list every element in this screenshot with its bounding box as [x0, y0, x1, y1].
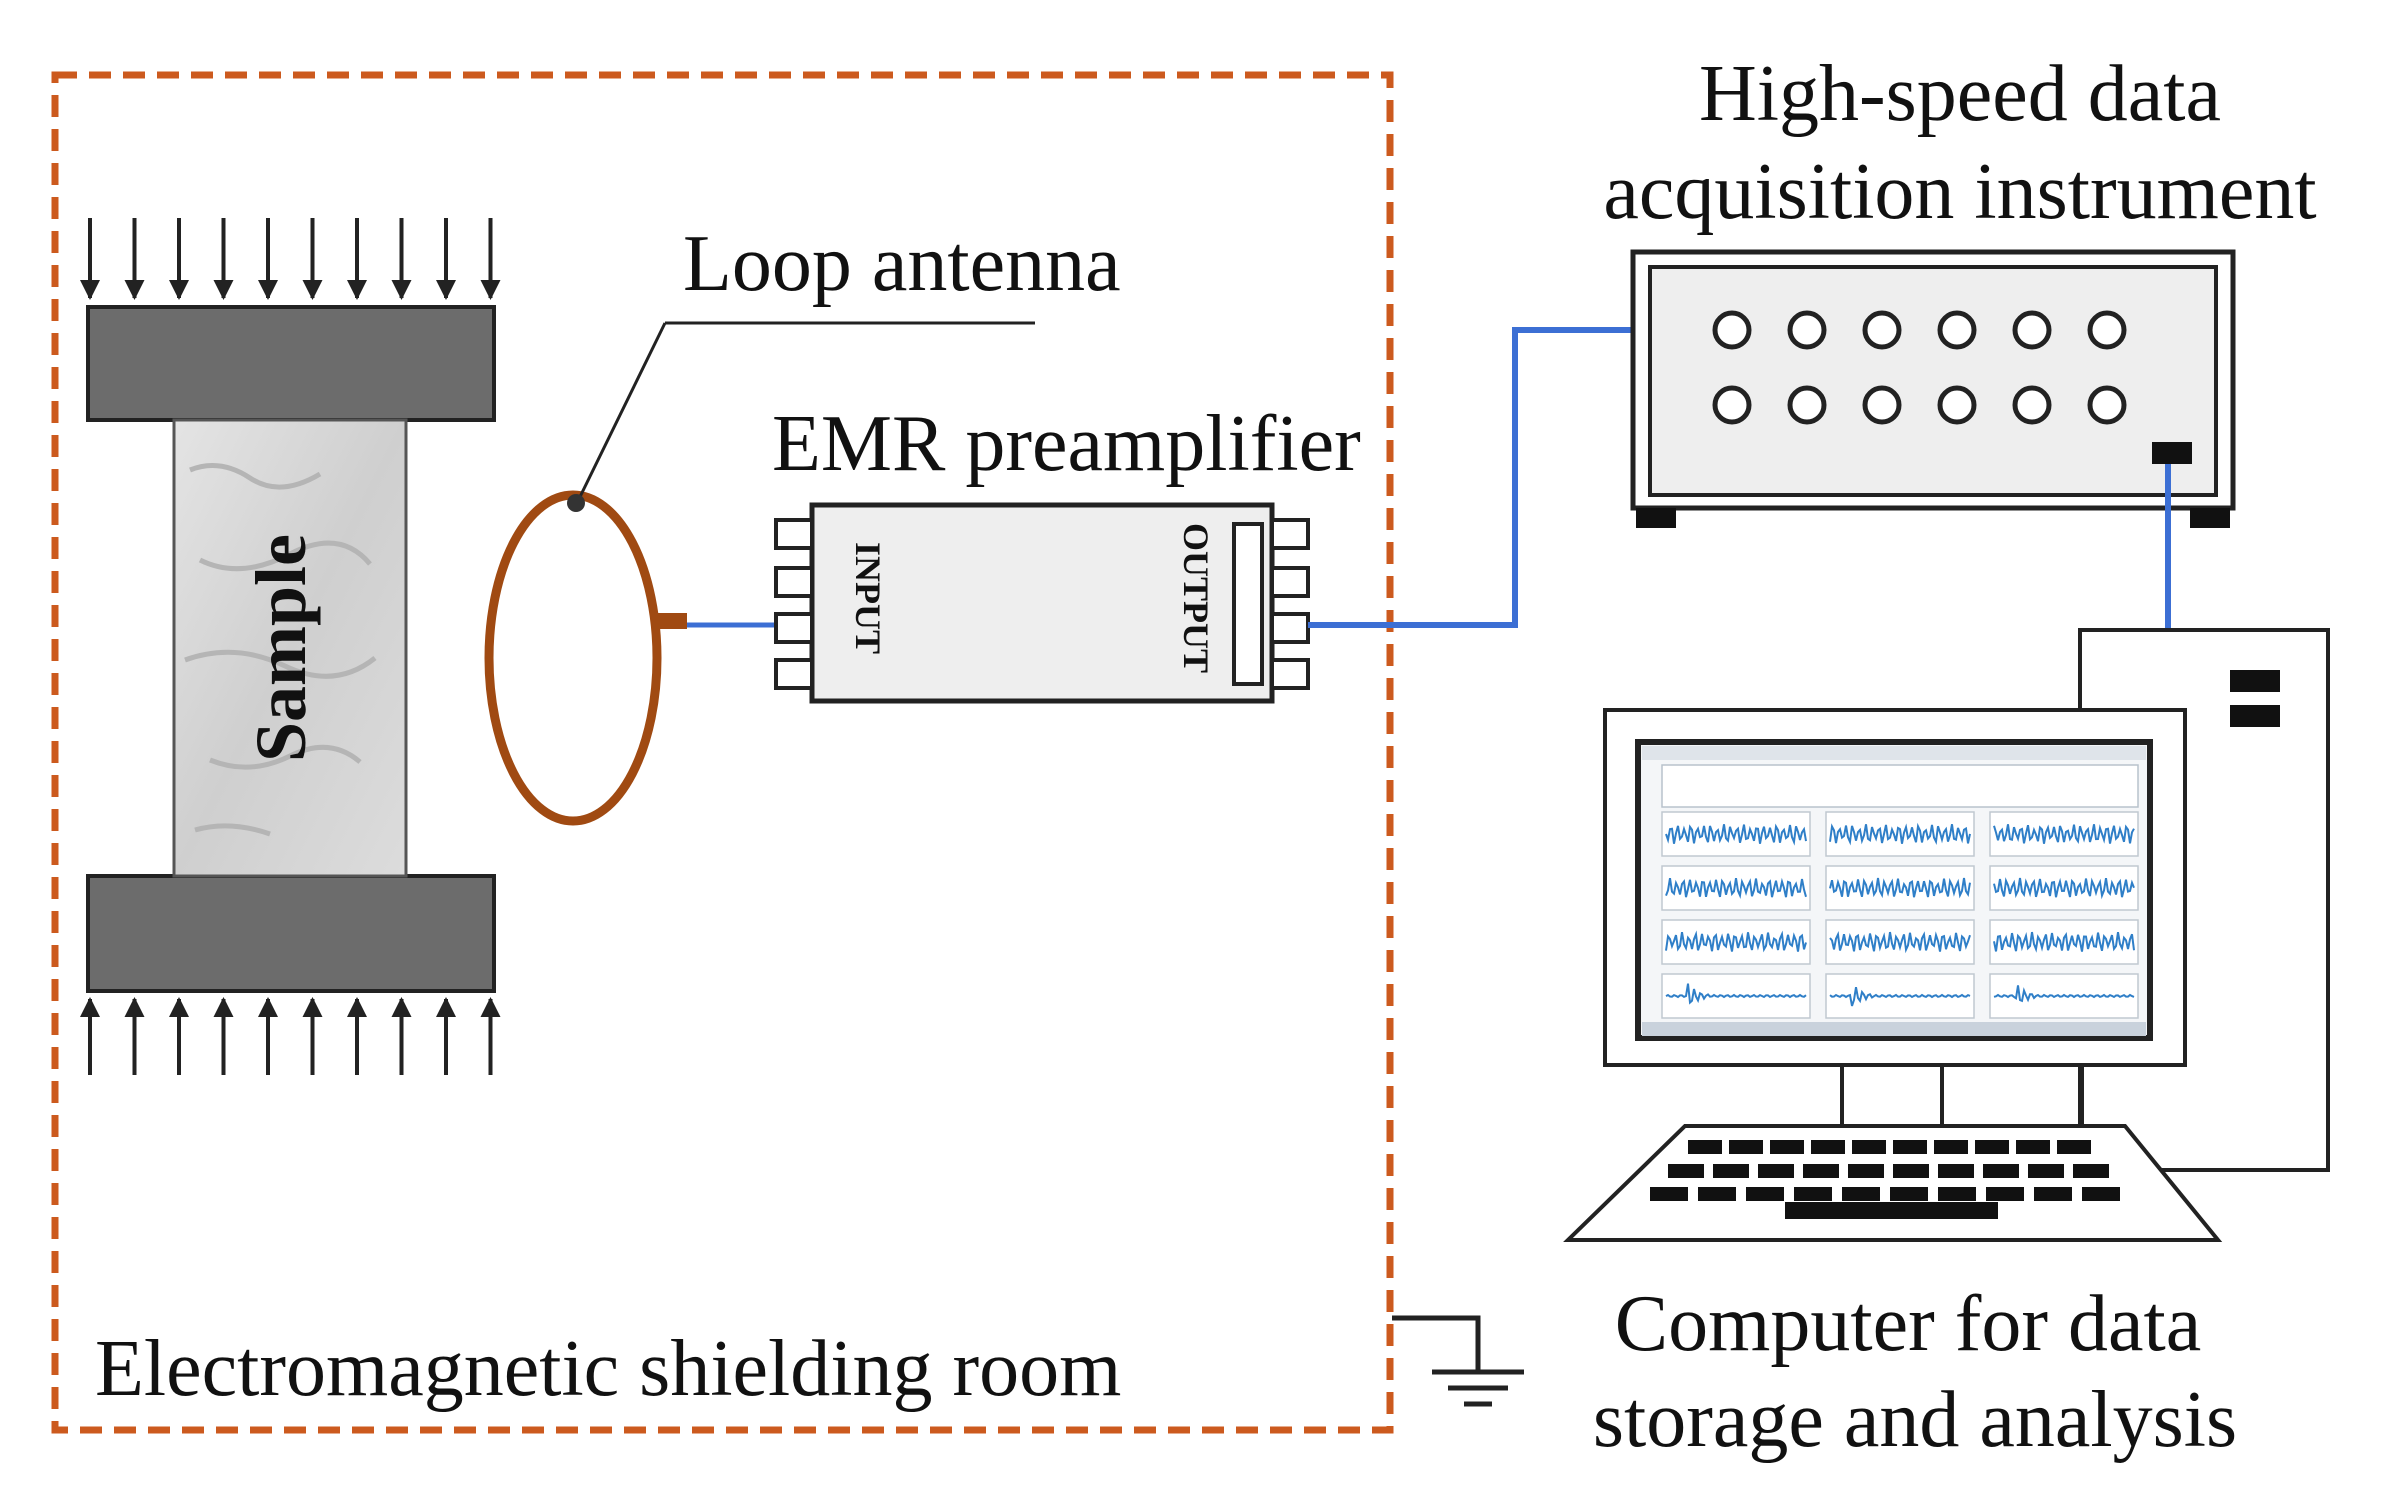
- sample-label: Sample: [241, 534, 321, 762]
- sample-specimen: Sample: [172, 418, 408, 878]
- daq-channel-knobs: [1712, 310, 2127, 425]
- computer-label-line1: Computer for data: [1615, 1280, 2201, 1368]
- input-port-label: INPUT: [848, 542, 888, 654]
- shielding-room-label: Electromagnetic shielding room: [95, 1325, 1121, 1413]
- daq-label-line2: acquisition instrument: [1603, 148, 2316, 236]
- bottom-platen: [86, 874, 496, 993]
- top-platen: [86, 305, 496, 422]
- output-port-label: OUTPUT: [1176, 523, 1216, 673]
- shielding-room-border: [51, 71, 1394, 1434]
- emr-preamplifier: INPUT OUTPUT: [774, 502, 1310, 704]
- daq-label-line1: High-speed data: [1699, 50, 2221, 138]
- ground-icon: [1392, 1315, 1524, 1407]
- computer-label-line2: storage and analysis: [1593, 1376, 2237, 1464]
- loop-antenna-label: Loop antenna: [683, 220, 1121, 308]
- loop-antenna: [484, 321, 1035, 826]
- preamplifier-label: EMR preamplifier: [772, 400, 1361, 488]
- daq-instrument: [1630, 249, 2236, 528]
- screen-signal-plots: [1661, 764, 2139, 1019]
- computer-monitor: [1603, 708, 2187, 1125]
- load-arrows-top-icon: [80, 218, 501, 300]
- computer-keyboard: [1563, 1124, 2223, 1242]
- preamp-to-daq-cable: [1308, 327, 1717, 628]
- load-arrows-bottom-icon: [80, 997, 501, 1075]
